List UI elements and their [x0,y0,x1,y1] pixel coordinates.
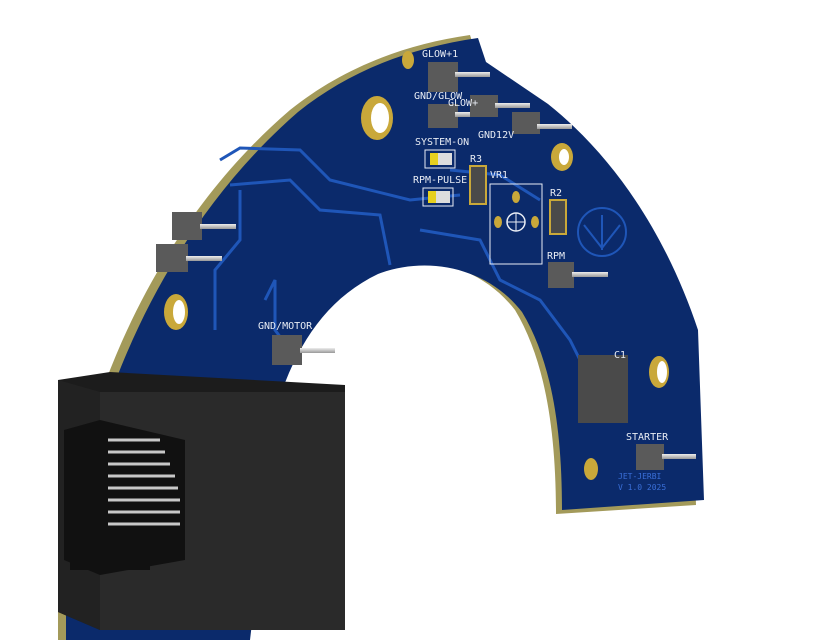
label-starter: STARTER [626,432,669,443]
copper-traces [213,146,587,371]
mounting-holes [164,51,669,480]
label-glow-plus: GLOW+ [448,98,478,109]
label-gnd-glow: GND/GLOW [414,91,463,102]
label-rpm-pulse: RPM-PULSE [413,175,467,186]
eagle-logo [577,207,627,257]
label-c1: C1 [614,350,626,361]
board-version: V 1.0 2025 [618,483,666,492]
label-r2: R2 [550,188,562,199]
label-system-on: SYSTEM-ON [415,137,469,148]
label-glow1: GLOW+1 [422,49,458,60]
label-gnd12v: GND12V [478,130,514,141]
board-name: JET-JERBI [618,472,662,481]
label-rpm: RPM [547,251,565,262]
label-gnd-motor: GND/MOTOR [258,321,313,332]
label-vr1: VR1 [490,170,508,181]
rj45-jack [58,372,345,630]
label-r3: R3 [470,154,482,165]
pin-headers [156,62,696,470]
smd-components [422,149,628,423]
